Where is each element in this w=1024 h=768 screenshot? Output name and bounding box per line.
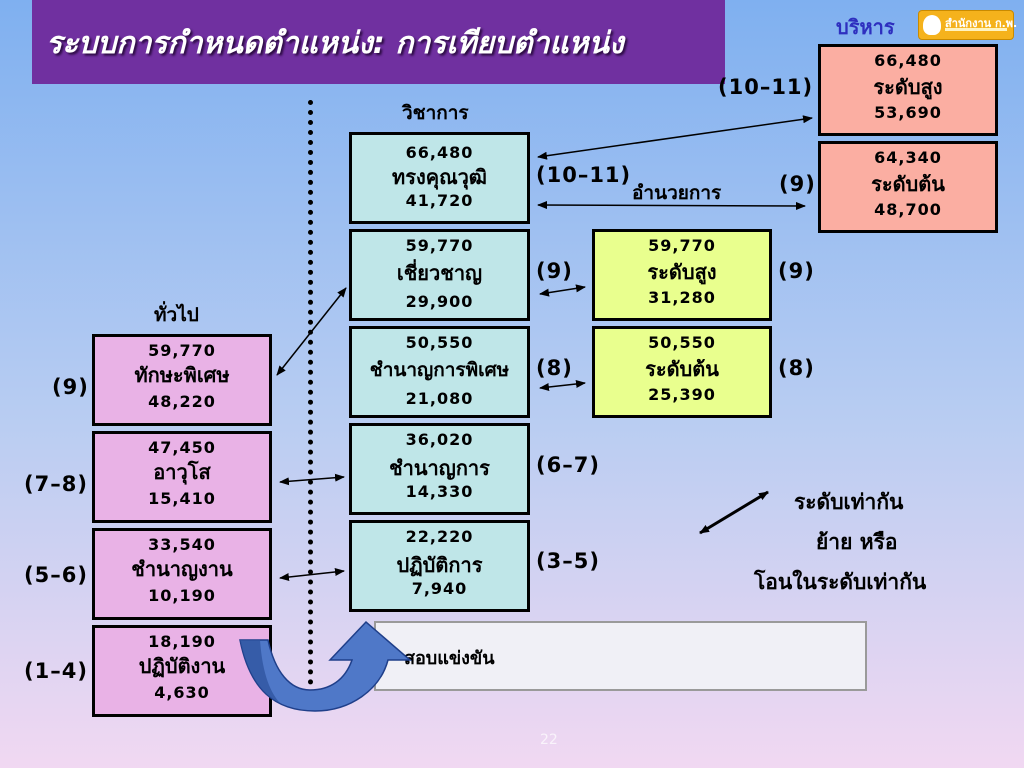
- level-label: (6–7): [536, 453, 600, 477]
- academic-box-expert: 59,770 เชี่ยวชาญ 29,900: [349, 229, 530, 321]
- arrow-academic-director-high: [539, 284, 586, 297]
- level-label: (10–11): [536, 163, 632, 187]
- min-salary: 41,720: [405, 191, 474, 210]
- academic-box-professional: 36,020 ชำนาญการ 14,330: [349, 423, 530, 515]
- max-salary: 66,480: [874, 51, 942, 70]
- arrow-academic-executive-initial: [537, 201, 806, 210]
- min-salary: 53,690: [874, 103, 942, 122]
- level-label: (8): [778, 356, 815, 380]
- title-bar: ระบบการกำหนดตำแหน่ง: การเทียบตำแหน่ง: [32, 0, 725, 84]
- legend-line-2: ย้าย หรือ: [816, 530, 898, 554]
- executive-box-initial: 64,340 ระดับต้น 48,700: [818, 141, 998, 233]
- min-salary: 15,410: [148, 489, 216, 508]
- min-salary: 21,080: [405, 389, 474, 408]
- max-salary: 59,770: [405, 236, 474, 255]
- group-label-academic: วิชาการ: [402, 102, 469, 124]
- director-box-initial: 50,550 ระดับต้น 25,390: [592, 326, 772, 418]
- level-label: (7–8): [24, 472, 88, 496]
- legend-line-1: ระดับเท่ากัน: [794, 490, 904, 514]
- position-name: ปฏิบัติงาน: [138, 654, 226, 678]
- max-salary: 36,020: [405, 430, 474, 449]
- logo-text: สำนักงาน ก.พ.: [945, 17, 1018, 30]
- min-salary: 4,630: [154, 683, 210, 702]
- level-label: (9): [52, 375, 89, 399]
- arrow-general-academic-professional: [279, 473, 345, 486]
- academic-box-expert-qualified: 66,480 ทรงคุณวุฒิ 41,720: [349, 132, 530, 224]
- level-label: (1–4): [24, 659, 88, 683]
- max-salary: 22,220: [405, 527, 474, 546]
- arrow-general-academic-expert: [276, 287, 347, 376]
- group-label-executive: บริหาร: [836, 15, 895, 39]
- min-salary: 10,190: [148, 586, 216, 605]
- position-name: ทักษะพิเศษ: [134, 363, 230, 387]
- min-salary: 7,940: [411, 579, 468, 598]
- curved-exam-arrow: [239, 620, 413, 712]
- level-label: (10–11): [718, 75, 814, 99]
- position-name: อาวุโส: [153, 460, 211, 484]
- max-salary: 33,540: [148, 535, 216, 554]
- divider-line: [308, 100, 313, 685]
- max-salary: 66,480: [405, 143, 474, 162]
- max-salary: 59,770: [148, 341, 216, 360]
- academic-box-senior-professional: 50,550 ชำนาญการพิเศษ 21,080: [349, 326, 530, 418]
- max-salary: 50,550: [405, 333, 474, 352]
- position-name: ระดับต้น: [645, 357, 719, 381]
- level-label: (9): [779, 172, 816, 196]
- min-salary: 31,280: [648, 288, 716, 307]
- ocsc-logo: สำนักงาน ก.พ.: [918, 10, 1018, 40]
- max-salary: 59,770: [648, 236, 716, 255]
- level-label: (9): [778, 259, 815, 283]
- min-salary: 29,900: [405, 292, 474, 311]
- group-label-general: ทั่วไป: [154, 304, 199, 326]
- max-salary: 47,450: [148, 438, 216, 457]
- competitive-exam-band: สอบแข่งขัน: [374, 621, 867, 691]
- position-name: ชำนาญการพิเศษ: [369, 359, 510, 381]
- max-salary: 50,550: [648, 333, 716, 352]
- academic-box-practitioner: 22,220 ปฏิบัติการ 7,940: [349, 520, 530, 612]
- page-title: ระบบการกำหนดตำแหน่ง: การเทียบตำแหน่ง: [46, 26, 624, 61]
- position-name: ทรงคุณวุฒิ: [392, 165, 487, 189]
- position-name: ปฏิบัติการ: [396, 553, 483, 577]
- max-salary: 18,190: [148, 632, 216, 651]
- min-salary: 48,220: [148, 392, 216, 411]
- level-label: (5–6): [24, 563, 88, 587]
- director-box-high: 59,770 ระดับสูง 31,280: [592, 229, 772, 321]
- page-number: 22: [540, 732, 558, 748]
- position-name: ชำนาญงาน: [131, 557, 233, 581]
- min-salary: 25,390: [648, 385, 716, 404]
- level-label: (3–5): [536, 549, 600, 573]
- arrow-general-academic-practitioner: [279, 568, 345, 581]
- general-box-operational: 18,190 ปฏิบัติงาน 4,630: [92, 625, 272, 717]
- min-salary: 14,330: [405, 482, 474, 501]
- general-box-experienced: 33,540 ชำนาญงาน 10,190: [92, 528, 272, 620]
- level-label: (8): [536, 356, 573, 380]
- position-name: ระดับสูง: [873, 75, 943, 99]
- legend-arrow: [699, 490, 769, 535]
- position-name: เชี่ยวชาญ: [396, 261, 483, 285]
- general-box-senior: 47,450 อาวุโส 15,410: [92, 431, 272, 523]
- executive-box-high: 66,480 ระดับสูง 53,690: [818, 44, 998, 136]
- level-label: (9): [536, 259, 573, 283]
- arrow-academic-executive-high: [537, 115, 813, 160]
- legend-line-3: โอนในระดับเท่ากัน: [754, 570, 927, 594]
- emblem-icon: [923, 15, 941, 35]
- general-box-special-skill: 59,770 ทักษะพิเศษ 48,220: [92, 334, 272, 426]
- min-salary: 48,700: [874, 200, 942, 219]
- position-name: ระดับต้น: [871, 172, 945, 196]
- max-salary: 64,340: [874, 148, 942, 167]
- group-label-director: อำนวยการ: [632, 182, 722, 204]
- arrow-academic-director-initial: [539, 380, 586, 391]
- position-name: ชำนาญการ: [389, 456, 490, 480]
- exam-label: สอบแข่งขัน: [404, 648, 495, 669]
- position-name: ระดับสูง: [647, 260, 717, 284]
